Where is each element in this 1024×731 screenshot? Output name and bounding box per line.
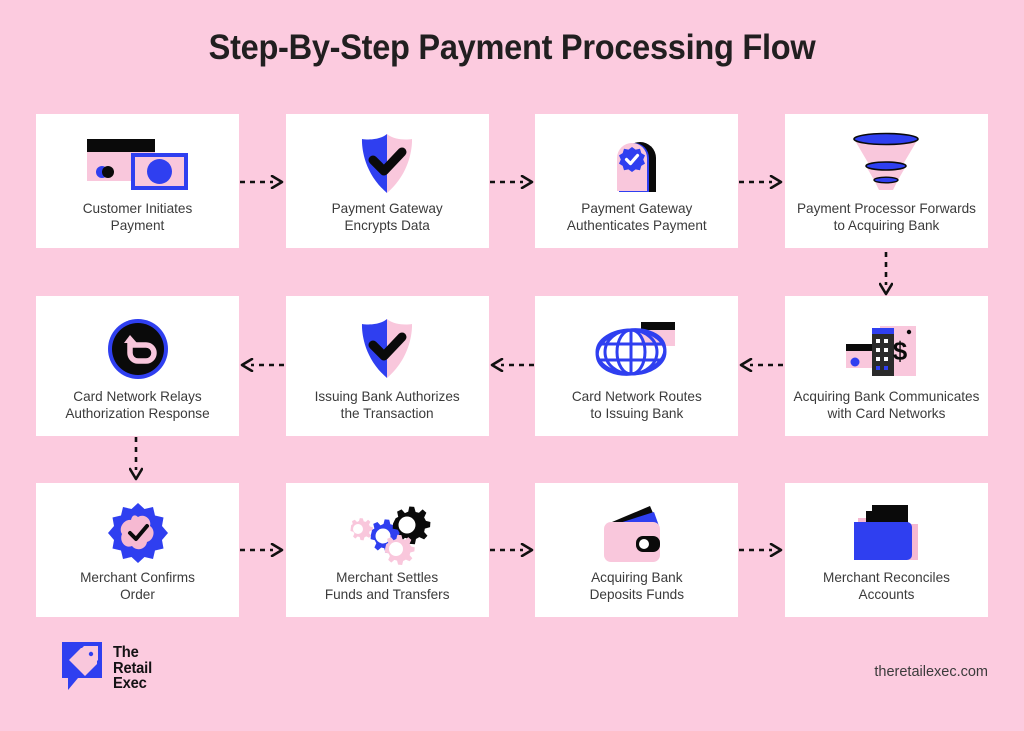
step-card-11[interactable]: Acquiring Bank Deposits Funds	[535, 483, 739, 617]
return-arrow-circle-icon	[106, 312, 170, 386]
shield-check-icon	[356, 130, 418, 198]
step-card-12[interactable]: Merchant Reconciles Accounts	[784, 483, 988, 617]
connector-arrow-down-5-9	[128, 436, 144, 482]
step-card-6[interactable]: Issuing Bank Authorizes the Transaction	[285, 296, 489, 436]
svg-text:$: $	[893, 336, 908, 366]
step-label-2: Payment Gateway Encrypts Data	[331, 201, 443, 233]
step-card-2[interactable]: Payment Gateway Encrypts Data	[285, 114, 489, 248]
step-card-4[interactable]: Payment Processor Forwards to Acquiring …	[784, 114, 988, 248]
connector-arrow-left-6-5	[239, 357, 285, 373]
brand-line-3: Exec	[113, 675, 147, 693]
gears-icon	[341, 499, 433, 567]
folder-document-icon	[848, 499, 924, 567]
step-label-5: Card Network Relays Authorization Respon…	[65, 389, 210, 421]
retail-exec-tag-icon	[60, 640, 104, 697]
connector-arrow-right-3-4	[738, 174, 784, 190]
connector-arrow-down-4-8	[878, 251, 894, 297]
verified-badge-door-icon	[606, 130, 668, 198]
step-label-1: Customer Initiates Payment	[82, 201, 193, 233]
connector-arrow-right-1-2	[239, 174, 285, 190]
step-card-8[interactable]: $ Acquiring Bank Communicates with Card …	[784, 296, 988, 436]
bank-building-dollar-icon: $	[840, 312, 932, 386]
step-card-7[interactable]: Card Network Routes to Issuing Bank	[535, 296, 739, 436]
step-card-10[interactable]: Merchant Settles Funds and Transfers	[285, 483, 489, 617]
flow-row-3: Merchant Confirms Order	[36, 483, 988, 617]
flow-row-1: Customer Initiates Payment Payment Gatew…	[36, 114, 988, 248]
step-card-1[interactable]: Customer Initiates Payment	[36, 114, 239, 248]
connector-arrow-right-10-11	[489, 542, 535, 558]
flow-row-2: Card Network Relays Authorization Respon…	[36, 296, 988, 436]
shield-check-icon	[356, 312, 418, 386]
credit-card-and-banknote-icon	[85, 130, 191, 198]
step-card-9[interactable]: Merchant Confirms Order	[36, 483, 239, 617]
step-label-9: Merchant Confirms Order	[80, 570, 195, 602]
step-card-5[interactable]: Card Network Relays Authorization Respon…	[36, 296, 239, 436]
starburst-check-badge-icon	[106, 499, 170, 567]
step-label-10: Merchant Settles Funds and Transfers	[324, 570, 450, 602]
brand-line-1: The	[113, 644, 139, 662]
brand-name: The Retail Exec	[113, 645, 152, 692]
funnel-icon	[844, 130, 928, 198]
step-label-6: Issuing Bank Authorizes the Transaction	[314, 389, 460, 421]
connector-arrow-left-7-6	[489, 357, 535, 373]
step-label-3: Payment Gateway Authenticates Payment	[566, 201, 707, 233]
step-label-4: Payment Processor Forwards to Acquiring …	[796, 201, 976, 233]
brand-line-2: Retail	[113, 659, 152, 677]
step-card-3[interactable]: Payment Gateway Authenticates Payment	[535, 114, 739, 248]
globe-and-card-icon	[591, 312, 683, 386]
connector-arrow-right-2-3	[489, 174, 535, 190]
step-label-7: Card Network Routes to Issuing Bank	[571, 389, 702, 421]
connector-arrow-right-9-10	[239, 542, 285, 558]
step-label-8: Acquiring Bank Communicates with Card Ne…	[793, 389, 980, 421]
site-url[interactable]: theretailexec.com	[874, 664, 988, 680]
brand-logo[interactable]: The Retail Exec	[60, 640, 155, 697]
flow-grid: Customer Initiates Payment Payment Gatew…	[36, 114, 988, 617]
connector-arrow-left-8-7	[738, 357, 784, 373]
step-label-11: Acquiring Bank Deposits Funds	[589, 570, 685, 602]
wallet-icon	[596, 499, 678, 567]
page-title: Step-By-Step Payment Processing Flow	[208, 28, 816, 67]
connector-arrow-right-11-12	[738, 542, 784, 558]
step-label-12: Merchant Reconciles Accounts	[823, 570, 950, 602]
